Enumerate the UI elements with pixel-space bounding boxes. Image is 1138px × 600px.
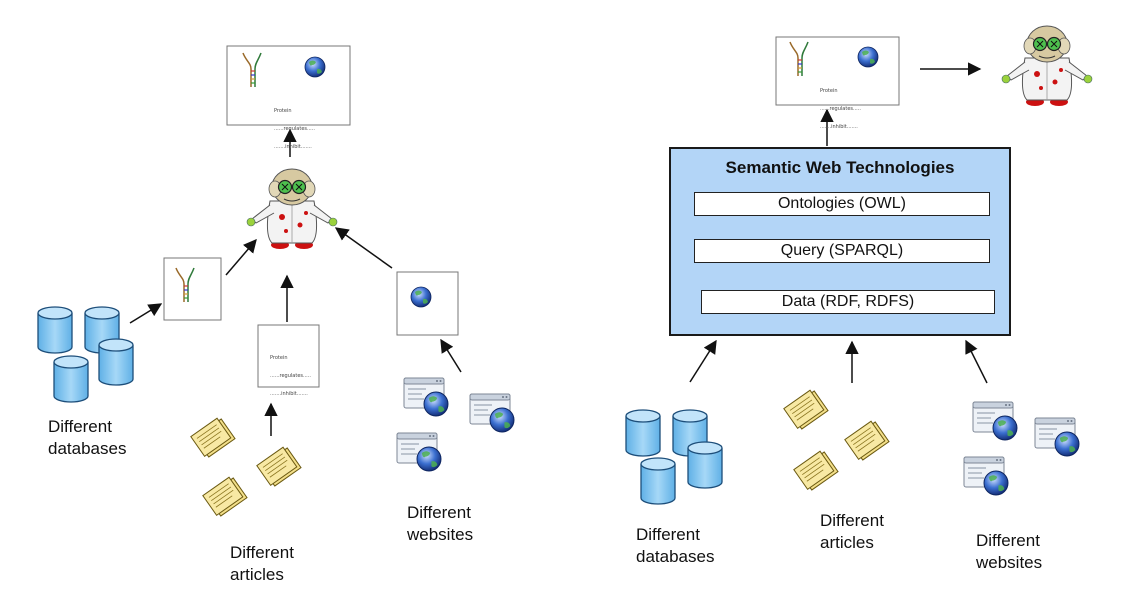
website-icon	[1035, 418, 1079, 456]
label-line: databases	[48, 439, 127, 458]
label-line: articles	[230, 565, 284, 584]
doc-text-line: ......regulates.....	[820, 106, 861, 112]
label-line: Different	[48, 417, 112, 436]
left-result-document	[226, 45, 351, 126]
database-icon	[37, 306, 73, 354]
doc-text-line: .......inhibit.......	[274, 144, 312, 150]
article-icon	[190, 416, 236, 460]
right-result-document	[775, 36, 900, 106]
left-databases-label: Different databases	[48, 416, 126, 460]
left-articles-group	[190, 416, 302, 519]
label-line: websites	[976, 553, 1043, 572]
layer-ontologies: Ontologies (OWL)	[694, 192, 990, 216]
article-icon	[256, 445, 302, 489]
article-icon	[783, 388, 829, 432]
scientist-icon	[246, 168, 338, 250]
right-websites-group	[964, 402, 1079, 495]
label-line: Different	[820, 511, 884, 530]
database-icon	[687, 441, 723, 489]
article-icon	[202, 475, 248, 519]
website-icon	[404, 378, 448, 416]
left-small-doc-text: Protein ......regulates..... .......inhi…	[270, 343, 311, 403]
left-websites-group	[397, 378, 514, 471]
article-icon	[793, 449, 839, 493]
layer-data: Data (RDF, RDFS)	[701, 290, 995, 314]
doc-text-line: .......inhibit.......	[820, 124, 858, 130]
database-icon	[53, 355, 89, 403]
label-line: Different	[976, 531, 1040, 550]
left-arrows	[129, 128, 462, 436]
right-articles-group	[783, 388, 890, 493]
article-icon	[844, 419, 890, 463]
database-icon	[625, 409, 661, 457]
right-articles-label: Different articles	[820, 510, 884, 554]
doc-text-line: ......regulates.....	[274, 126, 315, 132]
globe-icon	[304, 56, 326, 78]
right-arrows	[689, 62, 988, 384]
left-doc-text: Protein ......regulates..... .......inhi…	[274, 96, 315, 156]
doc-text-line: .......inhibit.......	[270, 391, 308, 397]
website-icon	[397, 433, 441, 471]
right-databases-label: Different databases	[636, 524, 714, 568]
right-databases-group	[625, 409, 723, 505]
label-line: Different	[636, 525, 700, 544]
doc-text-line: Protein	[274, 108, 292, 114]
globe-icon	[410, 286, 432, 308]
layer-query: Query (SPARQL)	[694, 239, 990, 263]
database-icon	[98, 338, 134, 386]
website-icon	[964, 457, 1008, 495]
label-line: Different	[407, 503, 471, 522]
globe-icon	[857, 46, 879, 68]
scientist-icon	[1001, 25, 1093, 107]
website-icon	[470, 394, 514, 432]
right-doc-text: Protein ......regulates..... .......inhi…	[820, 76, 861, 136]
doc-text-line: Protein	[820, 88, 838, 94]
left-databases-group	[37, 306, 134, 403]
semantic-web-box: Semantic Web Technologies Ontologies (OW…	[669, 147, 1011, 336]
left-websites-label: Different websites	[407, 502, 473, 546]
left-articles-label: Different articles	[230, 542, 294, 586]
semantic-web-title: Semantic Web Technologies	[725, 158, 955, 177]
doc-text-line: Protein	[270, 355, 288, 361]
left-dna-box	[163, 257, 222, 321]
doc-text-line: ......regulates.....	[270, 373, 311, 379]
label-line: articles	[820, 533, 874, 552]
label-line: websites	[407, 525, 474, 544]
database-icon	[640, 457, 676, 505]
left-website-box	[396, 271, 459, 336]
right-websites-label: Different websites	[976, 530, 1042, 574]
left-article-box	[257, 324, 320, 388]
website-icon	[973, 402, 1017, 440]
label-line: databases	[636, 547, 715, 566]
label-line: Different	[230, 543, 294, 562]
